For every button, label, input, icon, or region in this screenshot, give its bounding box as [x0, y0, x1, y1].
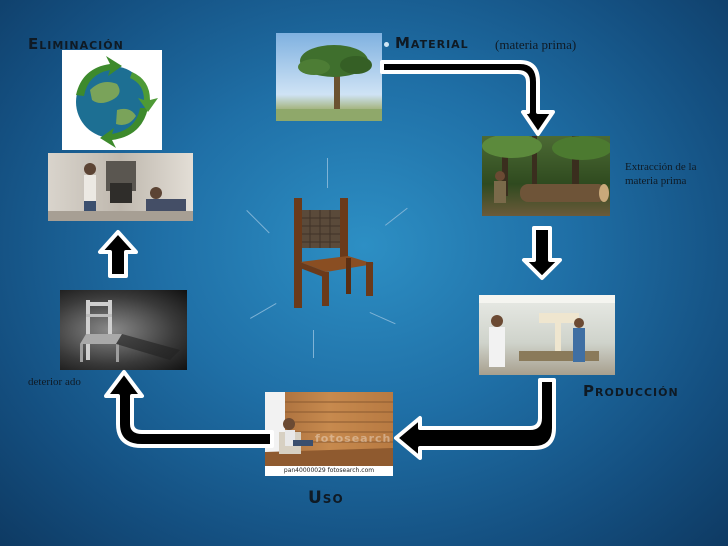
- cycle-arrow-right-down: [522, 226, 562, 280]
- use-deck-photo: fotosearch pan40000029 fotosearch.com: [265, 392, 393, 476]
- label-eliminacion: Eliminación: [28, 35, 124, 53]
- cycle-arrow-left-up: [98, 230, 138, 278]
- cycle-arrow-bottom-right: [394, 378, 556, 460]
- watermark-brand: fotosearch: [315, 432, 392, 445]
- label-uso: Uso: [308, 488, 344, 508]
- label-produccion: Producción: [583, 382, 679, 400]
- deteriorated-chair-photo: [60, 290, 187, 370]
- cycle-arrow-top-right: [380, 60, 555, 136]
- production-workshop-photo: [479, 295, 615, 375]
- watermark-caption: pan40000029 fotosearch.com: [265, 466, 393, 476]
- cycle-arrow-bottom-left: [104, 370, 274, 448]
- label-material-note: (materia prima): [495, 37, 577, 52]
- label-deteriorado: deterior ado: [28, 376, 81, 388]
- label-material: Material: [395, 34, 469, 52]
- wooden-chair-icon: [294, 198, 374, 308]
- recycle-globe-image: [62, 50, 162, 150]
- tree-photo: [276, 33, 382, 121]
- forest-logging-photo: [482, 136, 610, 216]
- bullet-dot-icon: [384, 42, 389, 47]
- workshop-photo: [48, 153, 193, 221]
- label-extraccion: Extracción de la materia prima: [625, 161, 697, 187]
- recycle-globe-icon: [76, 56, 158, 148]
